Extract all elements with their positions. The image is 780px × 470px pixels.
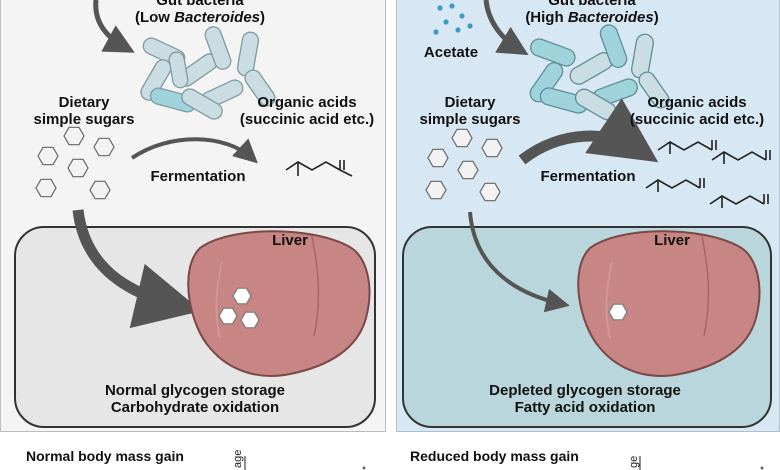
right-acids-label: Organic acids(succinic acid etc.) <box>629 94 765 128</box>
left-bacteria-title: Gut bacteria (Low Bacteroides) <box>134 0 266 26</box>
left-acids-label: Organic acids(succinic acid etc.) <box>239 94 375 128</box>
right-bacteria-title: Gut bacteria (High Bacteroides) <box>525 0 659 26</box>
right-plot-dot <box>760 466 764 470</box>
left-axis-label-fragment: age <box>232 449 244 468</box>
right-body-mass-label: Reduced body mass gain <box>410 448 579 464</box>
right-fermentation-label: Fermentation <box>540 168 636 185</box>
left-plot-dot <box>362 466 366 470</box>
left-liver-label: Liver <box>272 232 308 249</box>
right-liver-label: Liver <box>654 232 690 249</box>
left-body-mass-label: Normal body mass gain <box>26 448 184 464</box>
right-axis-label-fragment: ge <box>628 455 640 468</box>
right-acetate-label: Acetate <box>423 44 479 61</box>
left-fermentation-label: Fermentation <box>150 168 246 185</box>
